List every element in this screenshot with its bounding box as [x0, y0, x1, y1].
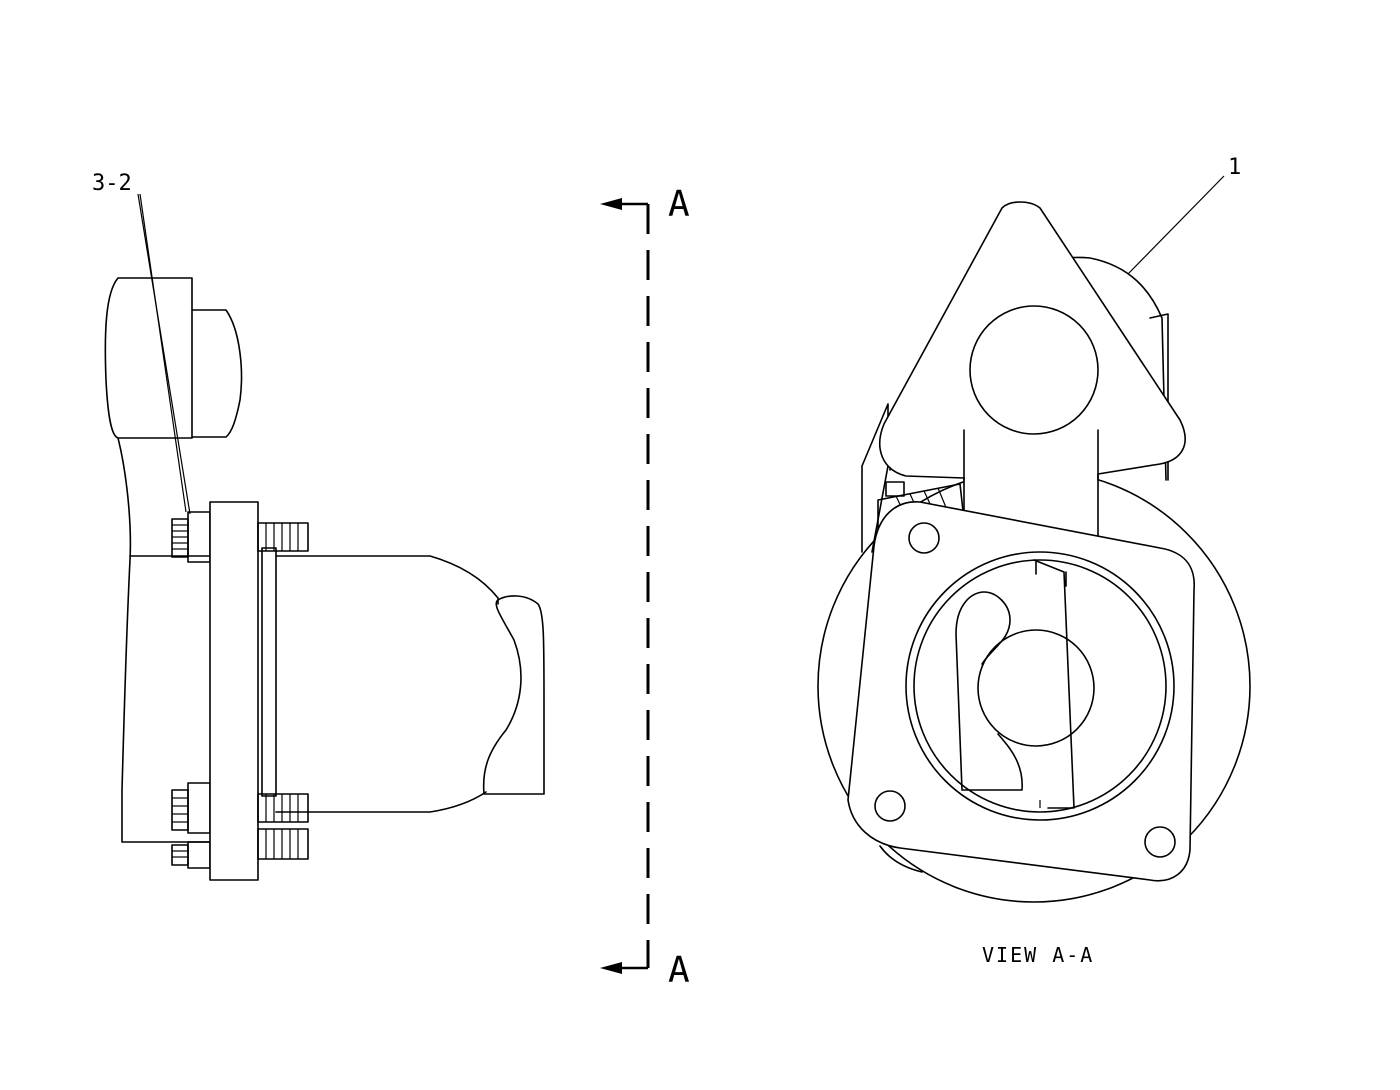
leader-3-2	[137, 193, 191, 515]
drive-nose	[275, 555, 499, 813]
pinion-shaft	[977, 629, 1095, 747]
section-arrow-bottom	[600, 962, 622, 974]
callout-1: 1	[1228, 155, 1241, 180]
mounting-flange	[209, 501, 259, 881]
shift-lever	[955, 591, 1023, 791]
stud-middle	[257, 793, 309, 823]
section-letter-bottom: A	[668, 950, 690, 991]
pilot-bore-inner	[913, 559, 1167, 813]
upper-fastener	[171, 511, 211, 563]
solenoid-terminal	[969, 305, 1099, 435]
section-letter-top: A	[668, 184, 690, 225]
stud-lower	[257, 828, 309, 860]
housing-outline	[104, 277, 211, 843]
solenoid-cap	[191, 309, 243, 438]
stud-upper	[257, 522, 309, 552]
flange-lower-lip	[879, 845, 923, 873]
leader-1	[1127, 175, 1225, 275]
side-view: 3-2	[92, 171, 545, 881]
mount-hole-top-left	[908, 522, 940, 554]
solenoid-cap-front	[879, 201, 1186, 541]
flange-plate	[847, 501, 1195, 882]
lower-fastener-b	[171, 841, 211, 869]
leader-3-2-b	[139, 193, 187, 513]
section-arrow-top	[600, 198, 622, 210]
section-line: A A	[600, 184, 690, 991]
view-label: VIEW A-A	[982, 943, 1094, 967]
pilot-ring	[261, 547, 277, 797]
mount-hole-bottom-left	[874, 790, 906, 822]
pilot-bore-outer	[905, 551, 1175, 821]
drive-nose-tip	[482, 595, 545, 795]
view-a-a: 1 VIEW A-A	[817, 155, 1251, 967]
lower-fastener-a	[171, 782, 211, 834]
clutch-plate	[1033, 559, 1075, 809]
mount-hole-bottom-right	[1144, 826, 1176, 858]
callout-3-2: 3-2	[92, 171, 132, 196]
